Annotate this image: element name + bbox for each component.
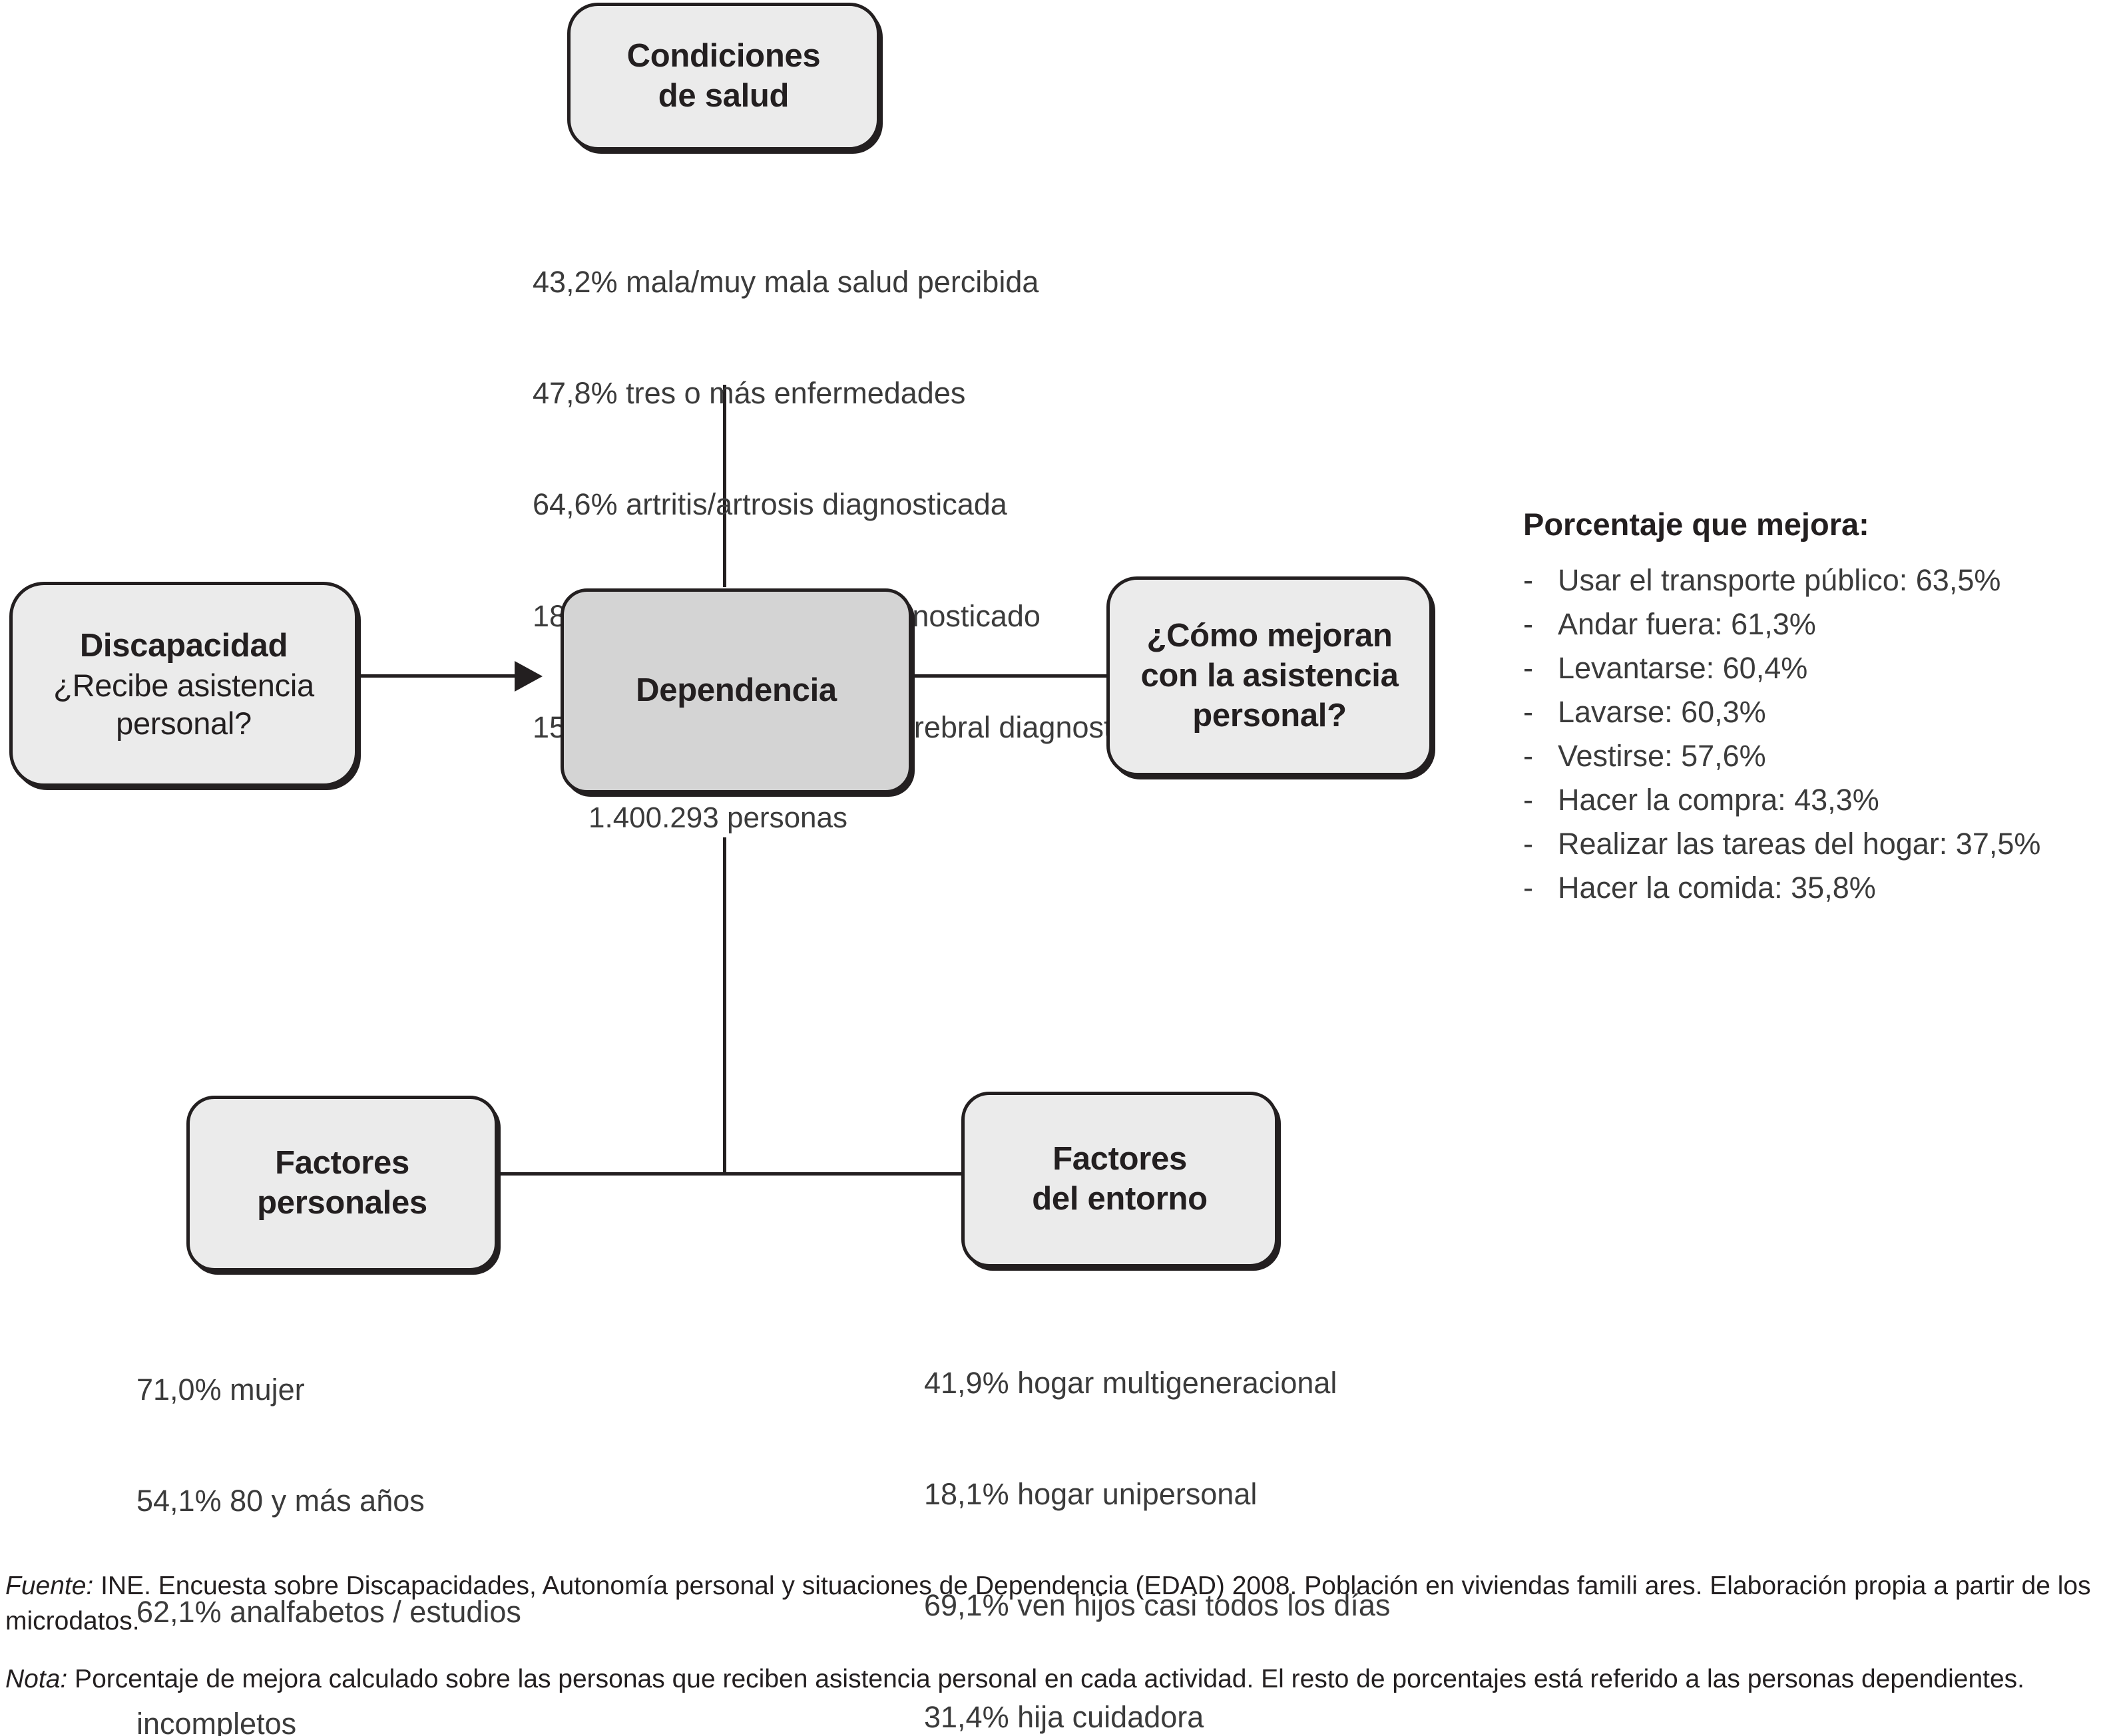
node-discapacidad-title: Discapacidad: [79, 627, 288, 664]
arrow-discapacidad-to-dependencia-head: [515, 661, 543, 692]
environment-stat-1: 41,9% hogar multigeneracional: [924, 1365, 1337, 1400]
health-stat-2: 47,8% tres o más enfermedades: [533, 375, 966, 410]
improvement-item-label: Usar el transporte público: 63,5%: [1558, 563, 2001, 597]
bullet-dash-icon: -: [1523, 871, 1533, 905]
node-como-mejoran[interactable]: ¿Cómo mejoran con la asistencia personal…: [1106, 576, 1433, 776]
environment-stat-2: 18,1% hogar unipersonal: [924, 1476, 1258, 1511]
health-stat-3: 64,6% artritis/artrosis diagnosticada: [533, 487, 1007, 522]
node-factores-personales-line1: Factores: [275, 1145, 409, 1182]
improvement-item-label: Hacer la compra: 43,3%: [1558, 783, 1879, 817]
node-factores-del-entorno[interactable]: Factores del entorno: [961, 1092, 1278, 1267]
node-factores-entorno-line2: del entorno: [1032, 1181, 1208, 1217]
environment-stat-3: 69,1% ven hijos casi todos los días: [924, 1588, 1391, 1623]
improvement-item: - Levantarse: 60,4%: [1523, 653, 2040, 683]
environment-stat-4: 31,4% hija cuidadora: [924, 1699, 1204, 1734]
health-stat-1: 43,2% mala/muy mala salud percibida: [533, 264, 1039, 299]
improvement-item-label: Levantarse: 60,4%: [1558, 651, 1808, 685]
node-condiciones-line1: Condiciones: [626, 38, 821, 75]
personal-stat-3: 62,1% analfabetos / estudios: [136, 1595, 521, 1629]
footnote-source-text: INE. Encuesta sobre Discapacidades, Auto…: [5, 1572, 2091, 1636]
improvement-item-label: Vestirse: 57,6%: [1558, 739, 1766, 773]
node-como-mejoran-line3: personal?: [1192, 697, 1347, 734]
improvement-item: - Lavarse: 60,3%: [1523, 697, 2040, 727]
footnote-note: Nota: Porcentaje de mejora calculado sob…: [5, 1661, 2102, 1697]
connector-dependencia-to-mejoran: [912, 674, 1108, 678]
arrow-discapacidad-to-dependencia-shaft: [359, 674, 517, 678]
node-condiciones-de-salud[interactable]: Condiciones de salud: [567, 3, 880, 150]
improvement-item: - Vestirse: 57,6%: [1523, 741, 2040, 771]
node-condiciones-line2: de salud: [658, 78, 790, 114]
environment-stats-list: 41,9% hogar multigeneracional 18,1% hoga…: [924, 1290, 1390, 1736]
improvement-item-label: Hacer la comida: 35,8%: [1558, 871, 1876, 905]
bullet-dash-icon: -: [1523, 827, 1533, 861]
footnote-source-label: Fuente:: [5, 1572, 94, 1600]
footnote-note-text: Porcentaje de mejora calculado sobre las…: [67, 1665, 2025, 1694]
connector-salud-to-dependencia: [723, 385, 726, 587]
connector-factores-crossbar: [496, 1172, 964, 1176]
improvement-item-label: Lavarse: 60,3%: [1558, 695, 1766, 729]
bullet-dash-icon: -: [1523, 695, 1533, 729]
improvement-item: - Hacer la compra: 43,3%: [1523, 785, 2040, 815]
node-factores-entorno-line1: Factores: [1053, 1141, 1187, 1178]
footnote-source: Fuente: INE. Encuesta sobre Discapacidad…: [5, 1568, 2102, 1639]
improvement-panel: Porcentaje que mejora: - Usar el transpo…: [1523, 506, 2040, 917]
node-factores-personales[interactable]: Factores personales: [186, 1096, 498, 1271]
personal-stat-2: 54,1% 80 y más años: [136, 1483, 425, 1518]
bullet-dash-icon: -: [1523, 783, 1533, 817]
personal-stats-list: 71,0% mujer 54,1% 80 y más años 62,1% an…: [136, 1297, 521, 1736]
bullet-dash-icon: -: [1523, 739, 1533, 773]
node-discapacidad-line2: ¿Recibe asistencia: [53, 667, 314, 703]
node-como-mejoran-line1: ¿Cómo mejoran: [1146, 618, 1393, 654]
dependencia-count-caption: 1.400.293 personas: [588, 801, 847, 834]
node-discapacidad[interactable]: Discapacidad ¿Recibe asistencia personal…: [9, 582, 358, 787]
improvement-panel-title: Porcentaje que mejora:: [1523, 507, 1869, 542]
improvement-item-label: Andar fuera: 61,3%: [1558, 607, 1816, 641]
personal-stat-4: incompletos: [136, 1706, 297, 1736]
improvement-item: - Hacer la comida: 35,8%: [1523, 873, 2040, 903]
connector-dependencia-down: [723, 837, 726, 1176]
node-discapacidad-line3: personal?: [116, 705, 252, 741]
node-dependencia[interactable]: Dependencia: [561, 588, 912, 793]
node-como-mejoran-line2: con la asistencia: [1140, 658, 1399, 694]
improvement-item: - Andar fuera: 61,3%: [1523, 609, 2040, 639]
improvement-item-label: Realizar las tareas del hogar: 37,5%: [1558, 827, 2041, 861]
bullet-dash-icon: -: [1523, 607, 1533, 641]
bullet-dash-icon: -: [1523, 563, 1533, 597]
footnote-note-label: Nota:: [5, 1665, 68, 1694]
improvement-item: - Realizar las tareas del hogar: 37,5%: [1523, 829, 2040, 859]
footnotes: Fuente: INE. Encuesta sobre Discapacidad…: [5, 1568, 2102, 1719]
node-dependencia-title: Dependencia: [636, 672, 837, 709]
improvement-item: - Usar el transporte público: 63,5%: [1523, 565, 2040, 595]
node-factores-personales-line2: personales: [257, 1185, 427, 1221]
personal-stat-1: 71,0% mujer: [136, 1372, 305, 1407]
bullet-dash-icon: -: [1523, 651, 1533, 685]
